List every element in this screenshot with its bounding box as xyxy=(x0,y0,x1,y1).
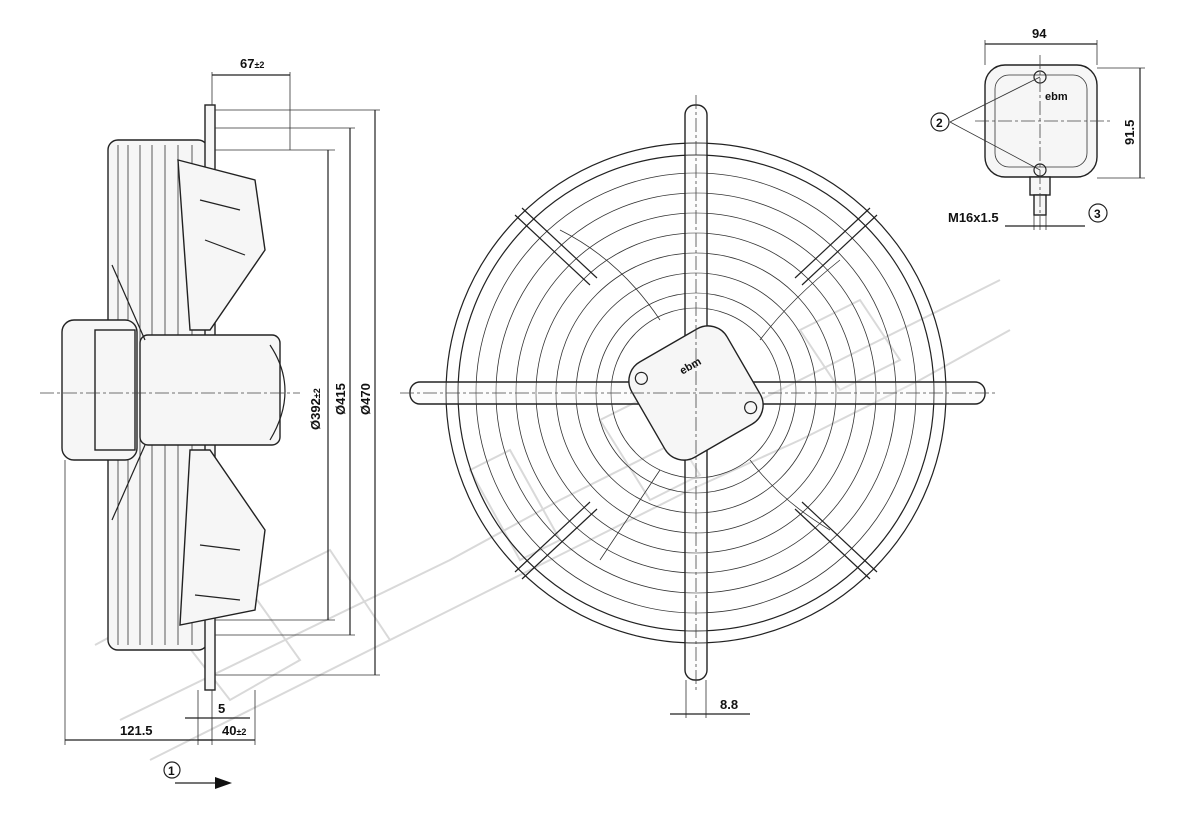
callout-1 xyxy=(163,761,181,779)
terminal-box-detail xyxy=(975,55,1110,230)
dim-guard-outer: Ø470 xyxy=(358,383,373,415)
dim-gland: M16x1.5 xyxy=(948,210,999,225)
dim-blade-diameter: Ø392±2 xyxy=(308,388,323,430)
motor-hub xyxy=(139,334,281,446)
dim-offset: 40±2 xyxy=(222,723,246,738)
dim-guard-inner: Ø415 xyxy=(333,383,348,415)
callout-2-label: 2 xyxy=(936,116,943,130)
callout-2 xyxy=(930,112,950,132)
dim-box-height: 91.5 xyxy=(1122,120,1137,145)
side-view xyxy=(40,104,300,691)
side-dimensions xyxy=(64,72,380,789)
watermark xyxy=(94,279,1011,761)
dim-hole: 8.8 xyxy=(720,697,738,712)
hole-dimension xyxy=(670,680,750,718)
callout-3-label: 3 xyxy=(1094,207,1101,221)
dim-box-width: 94 xyxy=(1032,26,1047,41)
dim-flange: 5 xyxy=(218,701,225,716)
box-plate xyxy=(94,329,136,451)
dim-overhang: 67±2 xyxy=(240,56,264,71)
callout-1-label: 1 xyxy=(168,764,175,778)
brand-box: ebm xyxy=(1045,91,1068,103)
blade-lower xyxy=(179,449,266,626)
front-view: ebm xyxy=(400,95,995,690)
callout-3 xyxy=(1088,203,1108,223)
blade-upper xyxy=(177,159,266,331)
dim-depth: 121.5 xyxy=(120,723,153,738)
box-dimensions xyxy=(949,40,1145,230)
